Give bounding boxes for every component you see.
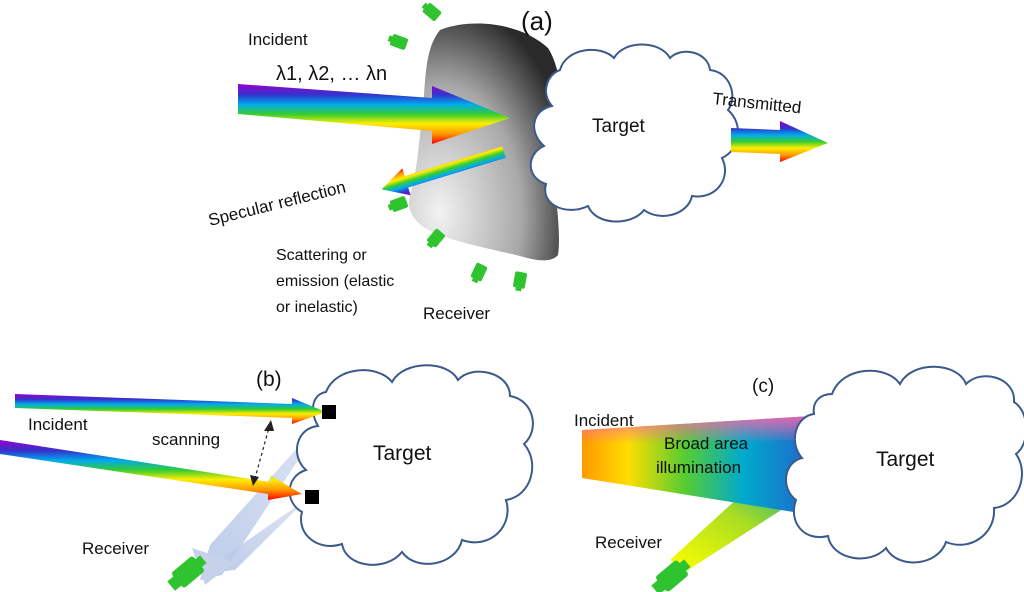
incident-label-c: Incident xyxy=(574,411,634,430)
object-blob xyxy=(409,23,562,261)
panel-c-tag: (c) xyxy=(752,376,774,397)
transmitted-arrow xyxy=(731,121,828,162)
panel-c: (c) Incident Broad area illumination Tar… xyxy=(574,365,1024,592)
target-label-a: Target xyxy=(592,116,646,137)
specular-arrow xyxy=(381,146,506,196)
receivers-a xyxy=(387,2,527,292)
incident-arrow-b1 xyxy=(15,394,326,424)
incident-arrow-b2 xyxy=(0,440,302,500)
panel-a: (a) Incident λ1, λ2, … λn Target Transmi… xyxy=(206,2,828,323)
receiver-icon xyxy=(387,196,409,212)
illumination-line-1: Broad area xyxy=(664,434,749,453)
receiver-icon xyxy=(426,228,445,249)
receiver-icon xyxy=(513,271,527,292)
receiver-label-c: Receiver xyxy=(595,533,662,552)
incident-arrow-a xyxy=(238,84,510,144)
scanning-arrow xyxy=(253,423,271,483)
panel-b-tag: (b) xyxy=(256,368,282,391)
receiver-icon xyxy=(421,2,442,21)
receiver-label-a: Receiver xyxy=(423,304,490,323)
receive-beam-b2 xyxy=(215,494,312,572)
receiver-icon xyxy=(470,262,488,284)
scan-head-bottom xyxy=(250,475,259,486)
receiver-label-b: Receiver xyxy=(82,539,149,558)
target-label-b: Target xyxy=(373,442,432,465)
target-cloud-c xyxy=(784,365,1024,564)
scattering-line-1: Scattering or xyxy=(276,247,367,264)
panel-a-tag: (a) xyxy=(521,6,553,36)
target-label-c: Target xyxy=(876,448,935,471)
scanning-label: scanning xyxy=(152,430,220,449)
incident-label-b: Incident xyxy=(28,415,88,434)
incident-label-a: Incident xyxy=(248,30,308,49)
panel-b: (b) Incident scanning Target Receiver xyxy=(0,364,534,591)
target-cloud-b xyxy=(288,364,534,566)
scan-head-top xyxy=(264,420,274,431)
receiver-icon xyxy=(387,34,409,50)
receiver-icon-b xyxy=(167,555,207,591)
broad-illumination-top xyxy=(582,416,812,444)
scan-marker-2 xyxy=(305,490,319,504)
specular-label: Specular reflection xyxy=(206,177,347,230)
scattering-line-3: or inelastic) xyxy=(276,299,358,316)
target-cloud-a xyxy=(529,43,740,223)
receive-arrowhead-b xyxy=(192,548,234,585)
scattering-line-2: emission (elastic xyxy=(276,273,394,290)
receiver-icon-c xyxy=(651,559,691,592)
wavelengths-label: λ1, λ2, … λn xyxy=(276,63,387,85)
scan-marker-1 xyxy=(322,405,336,419)
illumination-line-2: illumination xyxy=(656,458,741,477)
